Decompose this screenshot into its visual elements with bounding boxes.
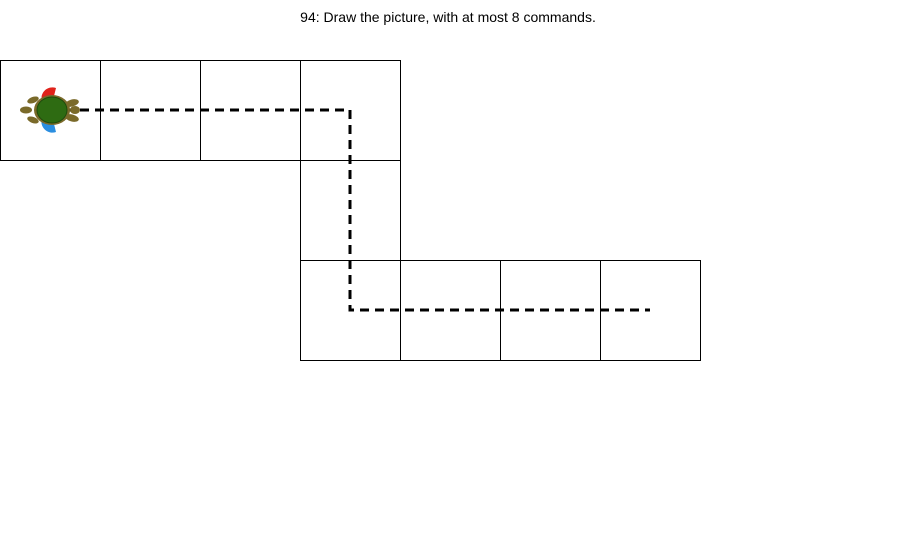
turtle-icon <box>20 87 80 133</box>
puzzle-title: 94: Draw the picture, with at most 8 com… <box>300 9 596 25</box>
grid <box>0 60 701 361</box>
target-path <box>50 108 650 312</box>
